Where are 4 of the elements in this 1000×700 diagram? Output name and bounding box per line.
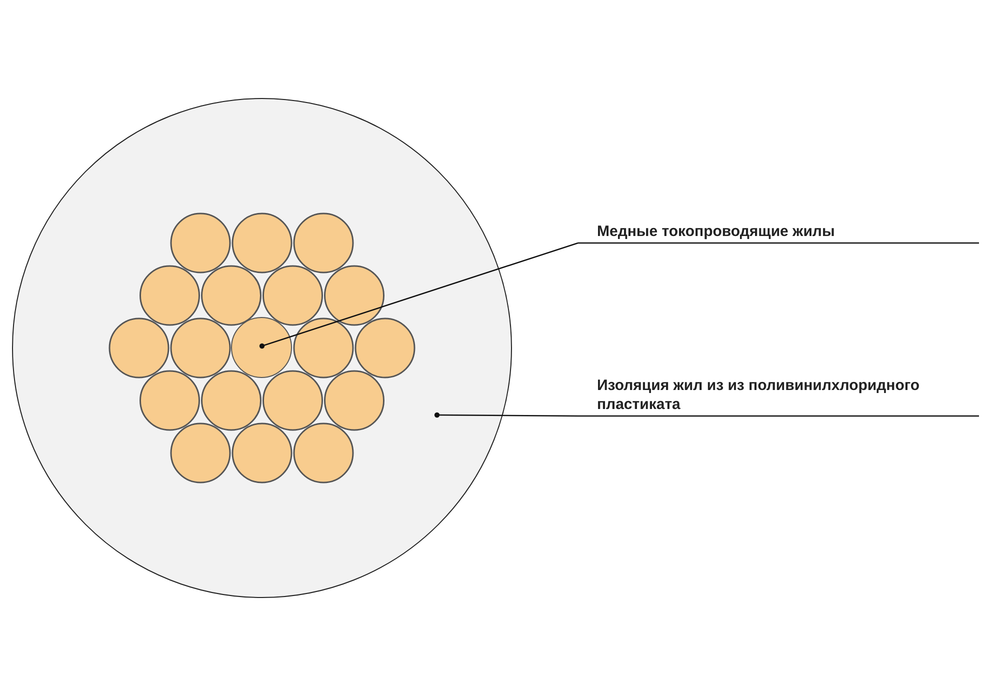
leader-line xyxy=(259,242,980,349)
leader-line xyxy=(434,412,980,418)
callout-label: Изоляция жил из из поливинилхлоридного пластиката xyxy=(597,376,921,414)
callout-label: Медные токопроводящие жилы xyxy=(597,222,836,241)
